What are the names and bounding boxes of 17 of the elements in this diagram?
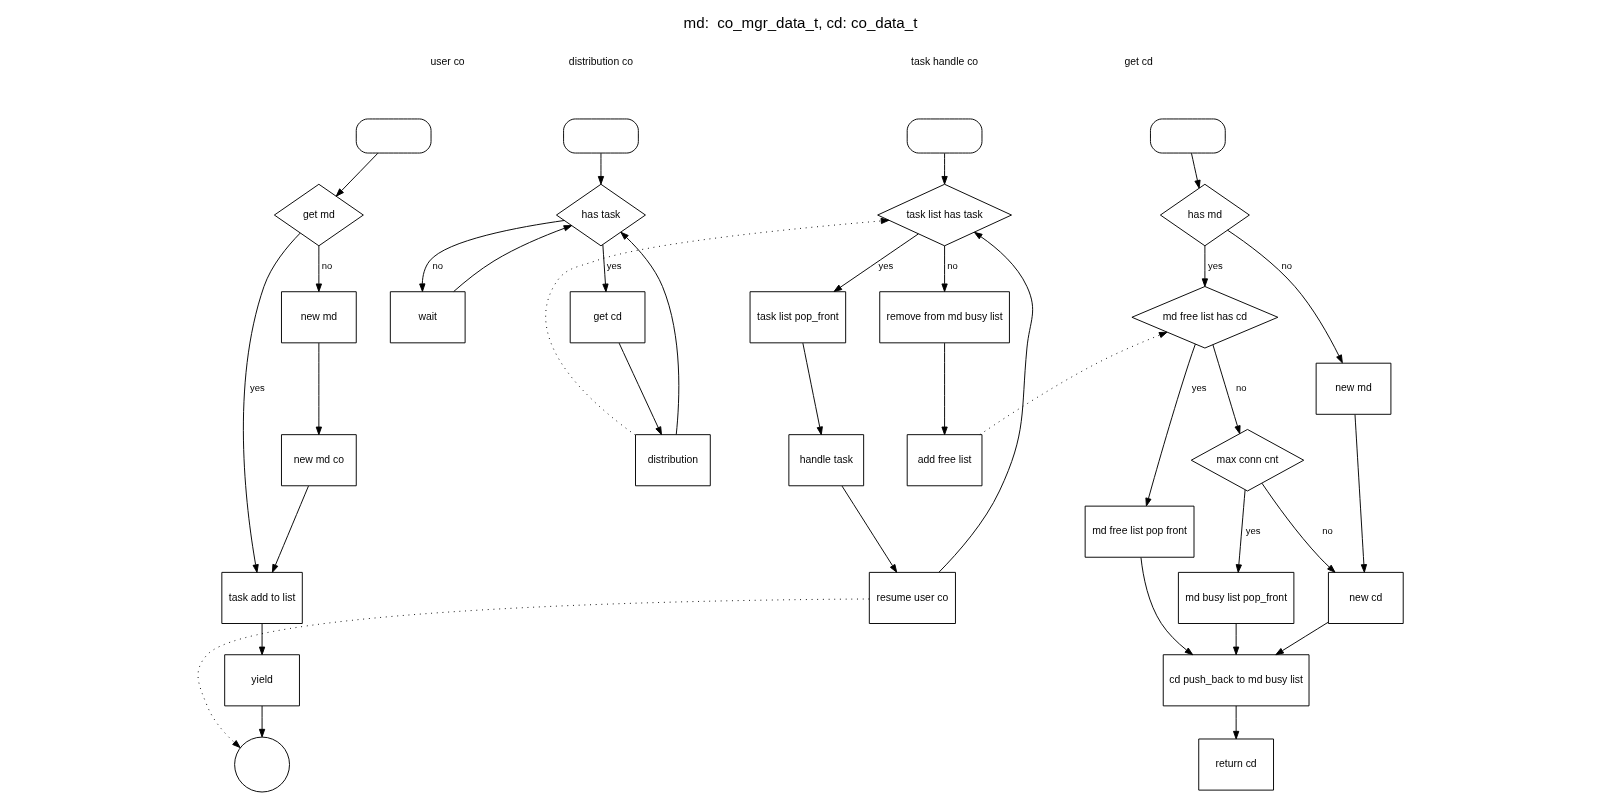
diagram-title: md: co_mgr_data_t, cd: co_data_t — [683, 13, 917, 31]
edge-label: no — [946, 259, 958, 271]
edge-label: yes — [878, 259, 893, 271]
edge-label: yes — [249, 382, 265, 394]
edge-label: yes — [1245, 525, 1261, 537]
edge-label: no — [1321, 525, 1333, 537]
label: get cd — [1123, 55, 1153, 67]
edge-label: yes — [1207, 259, 1223, 271]
edge-label: yes — [606, 259, 622, 271]
edge-label: no — [1281, 259, 1292, 271]
label: distribution co — [568, 55, 633, 67]
edge-label: no — [321, 259, 332, 271]
label: task handle co — [910, 55, 978, 67]
edge-label: no — [431, 259, 443, 271]
edge-label: yes — [1191, 382, 1207, 394]
label: user co — [430, 55, 465, 67]
edge-label: no — [1235, 382, 1247, 394]
